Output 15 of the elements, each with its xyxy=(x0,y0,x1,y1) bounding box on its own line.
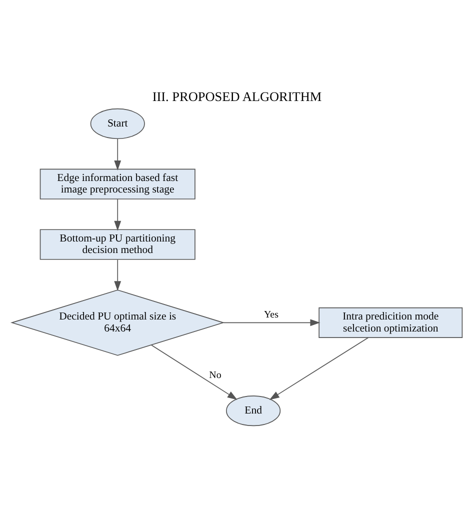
node-box: Edge information based fast image preprocessing stage xyxy=(40,168,196,199)
arrow xyxy=(114,198,122,230)
edge-label: No xyxy=(209,370,222,381)
node-ellipse: Start xyxy=(90,108,145,139)
edge-label: Yes xyxy=(264,308,278,320)
diagram-title: III. PROPOSED ALGORITHM xyxy=(152,88,322,104)
arrow xyxy=(223,318,320,326)
arrow xyxy=(114,138,122,170)
arrow xyxy=(151,344,238,400)
node-ellipse: End xyxy=(226,395,281,426)
arrow xyxy=(269,336,369,400)
arrow xyxy=(114,258,122,291)
node-box: Intra predicition mode selcetion optimization xyxy=(318,306,463,338)
node-box: Bottom-up PU partitioning decision method xyxy=(40,228,196,260)
node-diamond: Decided PU optimal size is 64x64 xyxy=(10,289,225,356)
